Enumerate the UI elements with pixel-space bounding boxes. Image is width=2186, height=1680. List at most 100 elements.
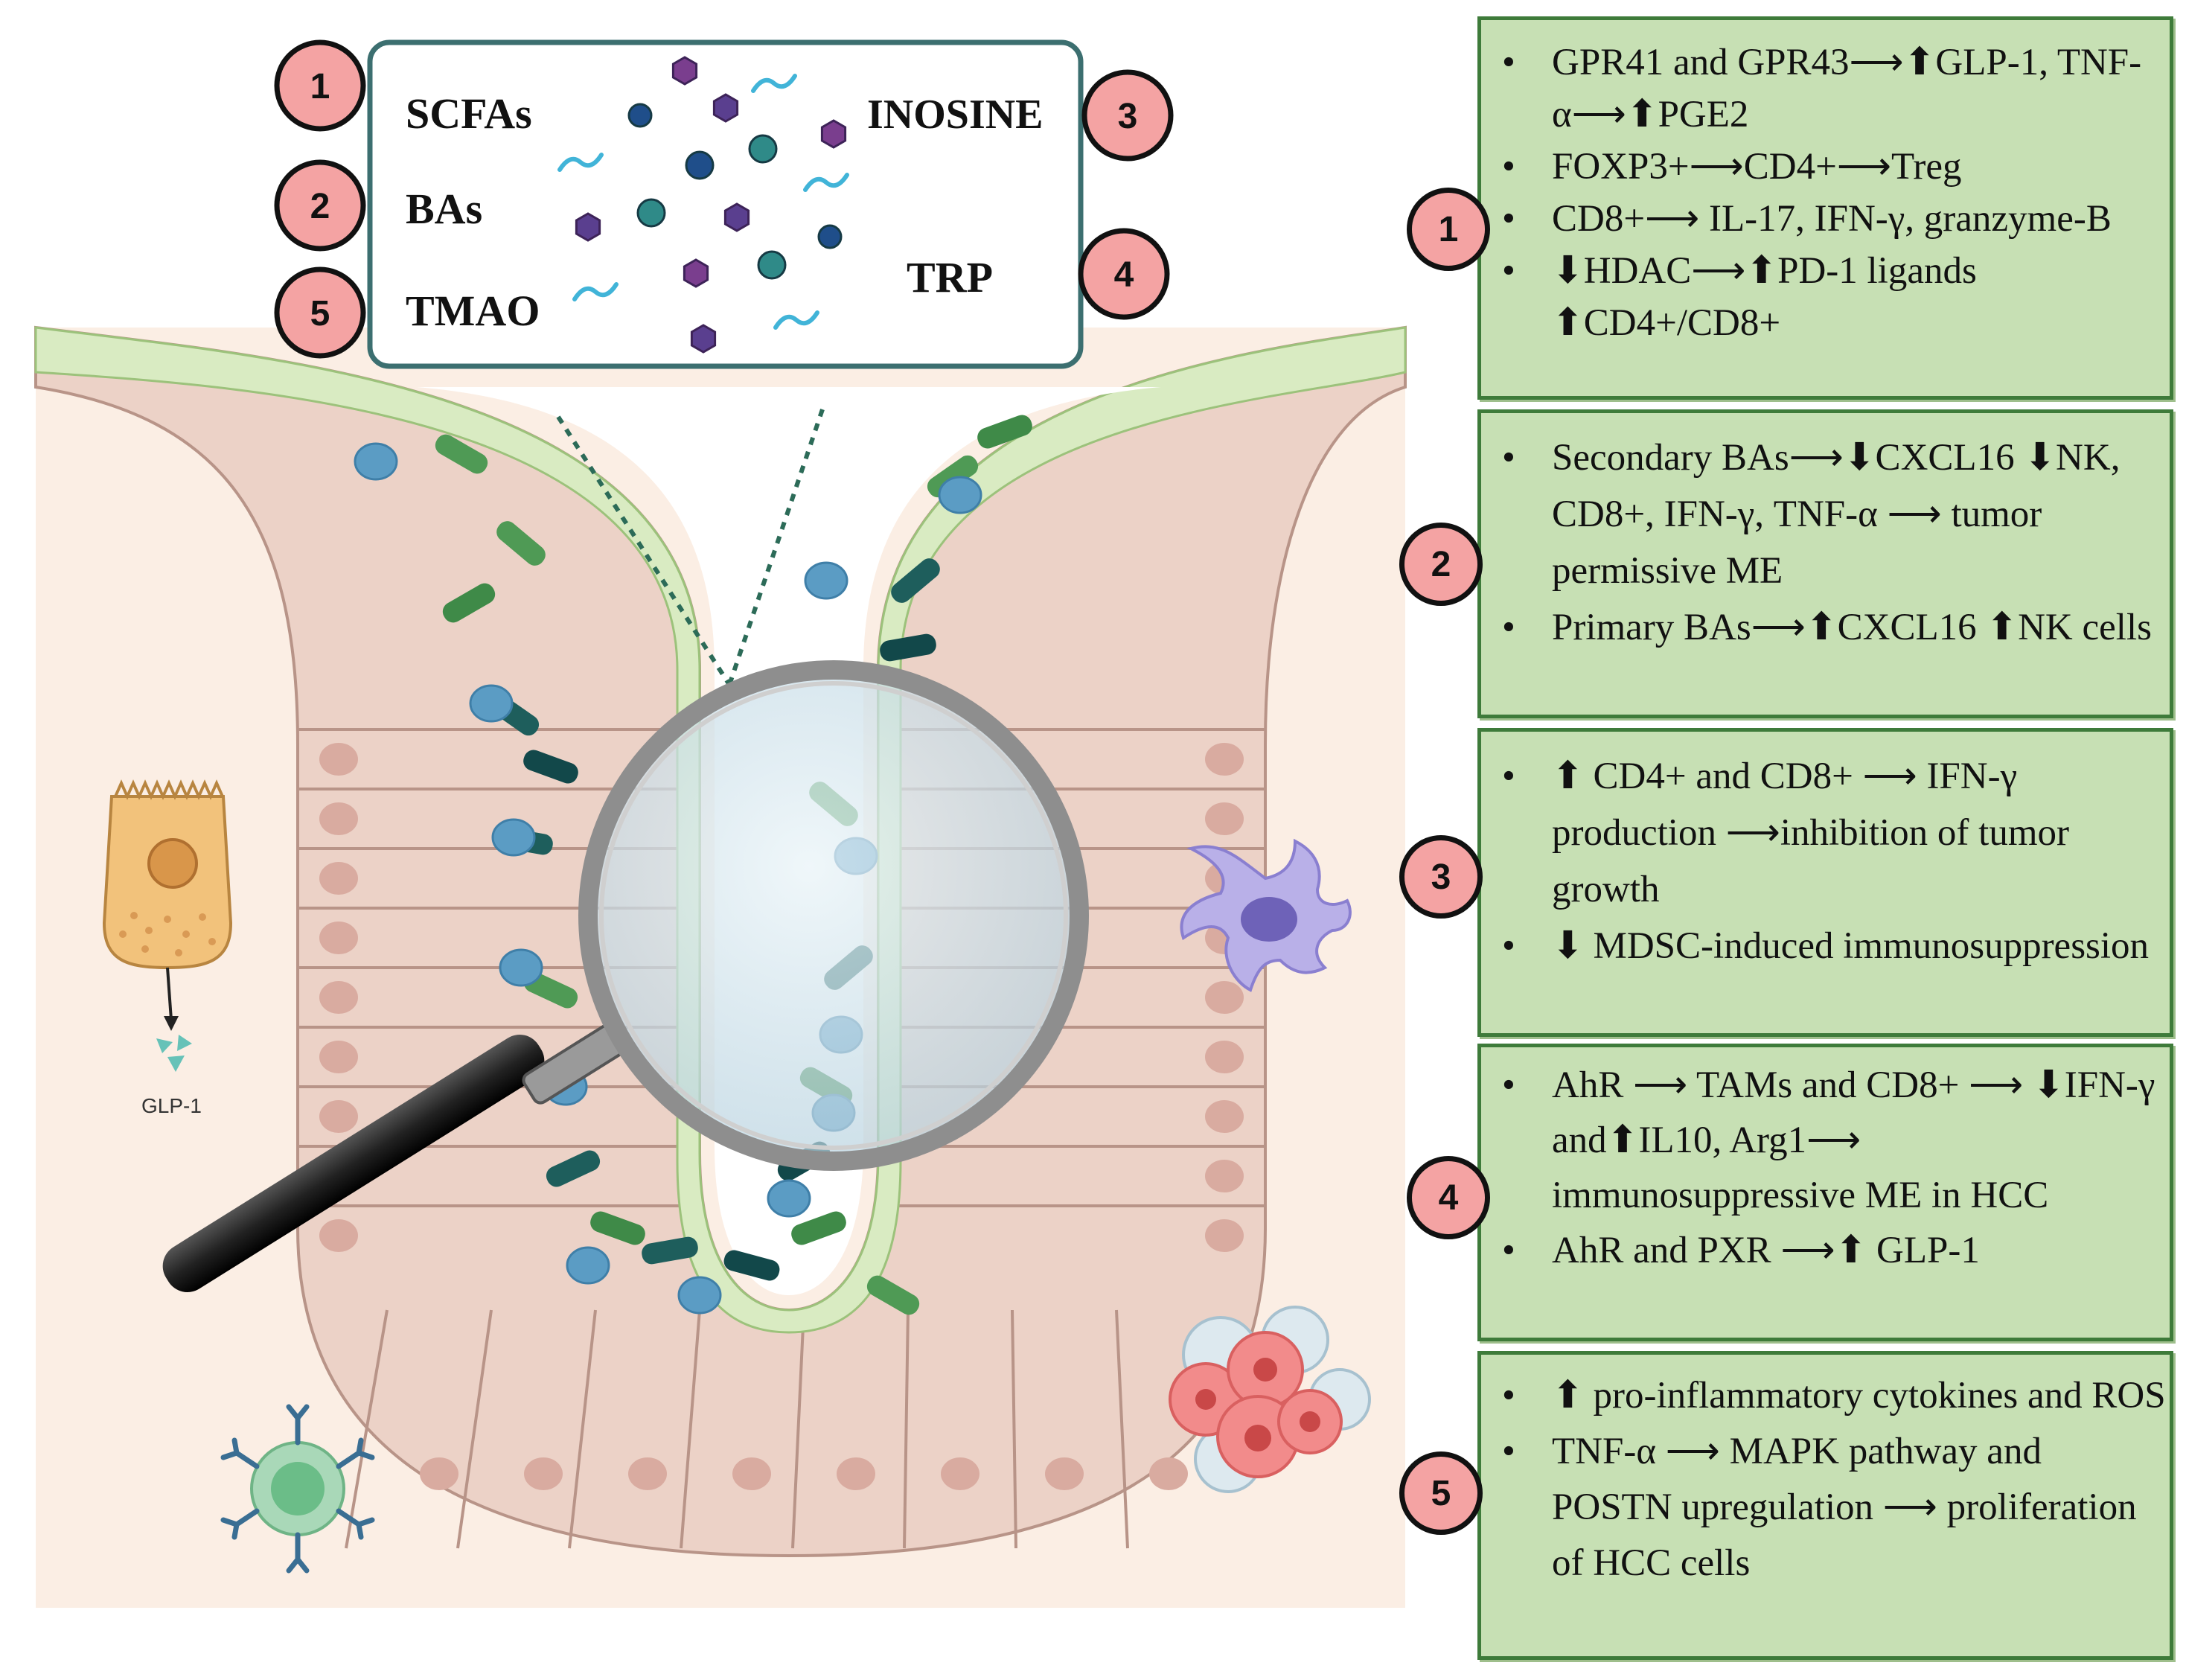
molecule-wave xyxy=(803,173,849,192)
bacterium-coccus xyxy=(938,476,982,514)
molecule-hexagon xyxy=(712,93,739,123)
panel-2-bullet: Primary BAs⟶⬆CXCL16 ⬆NK cells xyxy=(1489,599,2166,656)
panel-2-bullet: Secondary BAs⟶⬇CXCL16 ⬇NK, CD8+, IFN-γ, … xyxy=(1489,429,2166,599)
bacterium-coccus xyxy=(677,1276,722,1315)
panel-1-bullet: ⬇HDAC⟶⬆PD-1 ligands ⬆CD4+/CD8+ xyxy=(1489,245,2166,349)
molecule-dot xyxy=(817,224,843,249)
cell-border xyxy=(1011,1309,1017,1549)
bacterium-coccus xyxy=(354,442,398,481)
bacterium-coccus xyxy=(566,1246,610,1285)
molecule-wave xyxy=(572,282,619,301)
cell-nucleus xyxy=(941,1457,979,1490)
molecule-hexagon xyxy=(690,324,717,354)
molecule-wave xyxy=(557,153,604,172)
svg-text:4: 4 xyxy=(1114,255,1134,295)
cell-nucleus xyxy=(1205,743,1244,776)
panel-1-bullets: GPR41 and GPR43⟶⬆GLP-1, TNF-α⟶⬆PGE2 FOXP… xyxy=(1489,36,2166,349)
svg-text:1: 1 xyxy=(310,67,330,106)
molecule-hexagon xyxy=(683,258,709,288)
panel-5-bullet: ⬆ pro-inflammatory cytokines and ROS xyxy=(1489,1368,2166,1424)
panel-badge-4: 4 xyxy=(1407,1156,1490,1239)
cell-nucleus xyxy=(319,922,358,954)
bacterium-coccus xyxy=(469,684,514,723)
cell-border xyxy=(345,1309,389,1549)
bacterium-rod xyxy=(435,434,488,474)
glp1-label: GLP-1 xyxy=(141,1094,202,1117)
label-trp: TRP xyxy=(907,253,993,301)
bacterium-coccus xyxy=(767,1179,811,1218)
panel-5-bullet: TNF-α ⟶ MAPK pathway and POSTN upregulat… xyxy=(1489,1424,2166,1591)
bacterium-rod xyxy=(442,583,496,623)
panel-2-bullets: Secondary BAs⟶⬇CXCL16 ⬇NK, CD8+, IFN-γ, … xyxy=(1489,429,2166,656)
cell-nucleus xyxy=(524,1457,563,1490)
cell-nucleus xyxy=(319,981,358,1014)
bacterium-rod xyxy=(791,1211,846,1245)
panel-badge-1: 1 xyxy=(1407,188,1490,271)
panel-5-bullets: ⬆ pro-inflammatory cytokines and ROS TNF… xyxy=(1489,1368,2166,1591)
badge-scfas: 1 xyxy=(274,39,366,132)
molecule-hexagon xyxy=(723,202,750,232)
dendritic-cell-icon xyxy=(1180,838,1352,992)
mechanism-panel-1: GPR41 and GPR43⟶⬆GLP-1, TNF-α⟶⬆PGE2 FOXP… xyxy=(1477,16,2173,400)
mechanism-panel-3: ⬆ CD4+ and CD8+ ⟶ IFN-γ production ⟶inhi… xyxy=(1477,728,2173,1037)
badge-bas: 2 xyxy=(274,159,366,252)
cell-nucleus xyxy=(420,1457,458,1490)
cell-nucleus xyxy=(1045,1457,1084,1490)
cell-nucleus xyxy=(319,862,358,895)
molecule-dot xyxy=(636,198,666,228)
cell-nucleus xyxy=(1205,802,1244,835)
panel-badge-5: 5 xyxy=(1399,1451,1483,1535)
mechanism-panel-2: Secondary BAs⟶⬇CXCL16 ⬇NK, CD8+, IFN-γ, … xyxy=(1477,409,2173,718)
bacterium-rod xyxy=(523,750,578,784)
cell-nucleus xyxy=(837,1457,875,1490)
molecule-hexagon xyxy=(575,212,601,242)
bacterium-rod xyxy=(927,455,979,498)
molecule-dot xyxy=(757,250,787,280)
svg-text:5: 5 xyxy=(310,294,330,333)
cell-nucleus xyxy=(1149,1457,1188,1490)
cell-nucleus xyxy=(628,1457,667,1490)
cell-border xyxy=(791,1309,805,1549)
panel-4-bullets: AhR ⟶ TAMs and CD8+ ⟶ ⬇IFN-γ and⬆IL10, A… xyxy=(1489,1058,2166,1278)
bacterium-rod xyxy=(723,1250,780,1281)
bacterium-coccus xyxy=(491,818,536,857)
bacterium-rod xyxy=(866,1275,920,1315)
cell-nucleus xyxy=(1205,1100,1244,1133)
cell-border xyxy=(1115,1309,1129,1549)
cell-nucleus xyxy=(319,1219,358,1252)
cell-nucleus xyxy=(319,802,358,835)
panel-badge-3: 3 xyxy=(1399,835,1483,919)
bacterium-rod xyxy=(977,415,1032,449)
cell-border xyxy=(680,1309,701,1549)
cell-nucleus xyxy=(319,743,358,776)
l-cell-icon xyxy=(102,779,233,1072)
b-cell-icon xyxy=(220,1404,375,1574)
svg-text:2: 2 xyxy=(310,187,330,226)
magnifying-glass-icon xyxy=(162,660,1089,1292)
cell-nucleus xyxy=(1205,1041,1244,1073)
mechanism-panel-4: AhR ⟶ TAMs and CD8+ ⟶ ⬇IFN-γ and⬆IL10, A… xyxy=(1477,1044,2173,1341)
tumor-cluster-icon xyxy=(1169,1306,1371,1493)
molecule-dot xyxy=(627,103,653,128)
badge-inosine: 3 xyxy=(1081,69,1174,162)
panel-1-bullet: GPR41 and GPR43⟶⬆GLP-1, TNF-α⟶⬆PGE2 xyxy=(1489,36,2166,141)
badge-trp: 4 xyxy=(1078,228,1170,320)
bacterium-rod xyxy=(880,633,936,662)
bacterium-rod xyxy=(590,1211,645,1245)
metabolite-box xyxy=(367,39,1084,369)
panel-3-bullets: ⬆ CD4+ and CD8+ ⟶ IFN-γ production ⟶inhi… xyxy=(1489,748,2166,974)
panel-4-bullet: AhR ⟶ TAMs and CD8+ ⟶ ⬇IFN-γ and⬆IL10, A… xyxy=(1489,1058,2166,1223)
metabolite-molecules xyxy=(557,56,849,354)
cell-nucleus xyxy=(319,1041,358,1073)
cell-nucleus xyxy=(1205,1160,1244,1192)
panel-1-bullet: FOXP3+⟶CD4+⟶Treg xyxy=(1489,141,2166,193)
label-inosine: INOSINE xyxy=(867,92,1044,138)
panel-3-bullet: ⬇ MDSC-induced immunosuppression xyxy=(1489,918,2166,974)
molecule-wave xyxy=(773,310,819,330)
bacterium-rod xyxy=(496,521,546,566)
molecule-dot xyxy=(685,150,715,180)
bacterium-rod xyxy=(891,558,940,603)
bacterium-rod xyxy=(523,971,578,1009)
cell-border xyxy=(456,1309,493,1549)
